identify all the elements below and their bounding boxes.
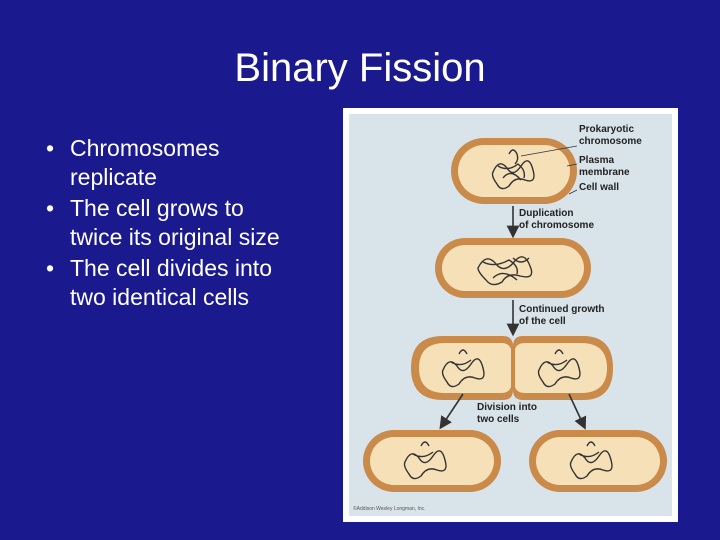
chromosome-icon: [477, 256, 533, 286]
binary-fission-figure: Prokaryotic chromosome Plasma membrane C…: [343, 108, 678, 522]
label-prokaryotic-chromosome: chromosome: [579, 136, 642, 147]
bullet-dot-icon: •: [46, 195, 55, 221]
bullet-text-line: twice its original size: [70, 224, 280, 250]
chromosome-icon: [537, 349, 581, 388]
cell-2: [435, 238, 591, 298]
label-duplication: Duplication: [519, 208, 573, 219]
bullet-text-line: Chromosomes: [70, 135, 220, 161]
bullet-item: • The cell grows to twice its original s…: [40, 194, 340, 252]
pointer-line: [566, 163, 578, 167]
label-duplication: of chromosome: [519, 220, 594, 231]
label-continued-growth: of the cell: [519, 316, 566, 327]
label-plasma-membrane: Plasma: [579, 155, 614, 166]
bullet-item: • Chromosomes replicate: [40, 134, 340, 192]
fission-diagram: Prokaryotic chromosome Plasma membrane C…: [349, 114, 672, 516]
bullet-dot-icon: •: [46, 255, 55, 281]
bullet-dot-icon: •: [46, 135, 55, 161]
cell-1: [451, 138, 577, 204]
bullet-item: • The cell divides into two identical ce…: [40, 254, 340, 312]
pointer-line: [520, 145, 578, 157]
chromosome-icon: [491, 160, 535, 190]
cell-4-left: [363, 430, 501, 492]
arrow-diagonal-icon: [439, 393, 464, 430]
label-cell-wall: Cell wall: [579, 182, 619, 193]
slide-title: Binary Fission: [234, 46, 486, 90]
bullet-text-line: two identical cells: [70, 284, 249, 310]
label-plasma-membrane: membrane: [579, 167, 630, 178]
cell-3-dividing: [411, 336, 613, 400]
chromosome-icon: [441, 349, 485, 388]
cell-4-right: [529, 430, 667, 492]
pointer-line: [568, 189, 578, 195]
bullet-text-line: replicate: [70, 164, 157, 190]
arrow-diagonal-icon: [568, 393, 587, 430]
label-division: two cells: [477, 414, 520, 425]
label-continued-growth: Continued growth: [519, 304, 605, 315]
bullet-text-line: The cell grows to: [70, 195, 244, 221]
label-prokaryotic-chromosome: Prokaryotic: [579, 124, 634, 135]
chromosome-icon: [403, 441, 447, 480]
copyright-text: ©Addison Wesley Longman, Inc.: [353, 505, 426, 512]
chromosome-icon: [569, 441, 613, 480]
bullet-text-line: The cell divides into: [70, 255, 272, 281]
bullet-list: • Chromosomes replicate • The cell grows…: [40, 134, 340, 314]
label-division: Division into: [477, 402, 537, 413]
